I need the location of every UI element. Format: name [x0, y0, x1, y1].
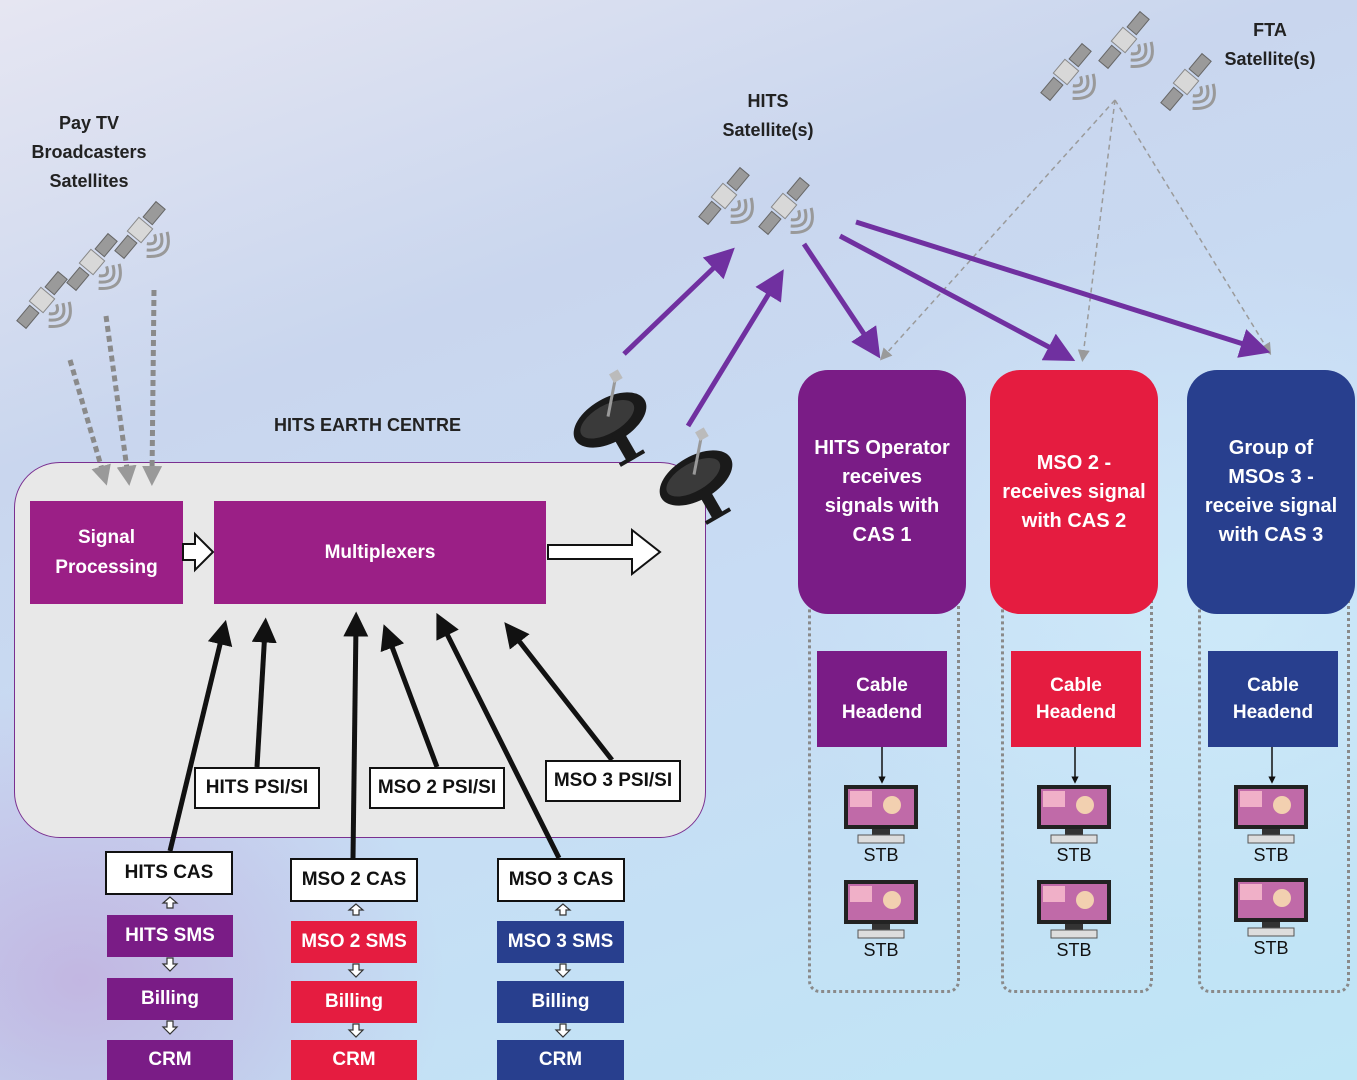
stb-1b: STB [841, 878, 921, 961]
pay-tv-label: Pay TV Broadcasters Satellites [31, 113, 147, 191]
headend-3: Cable Headend [1208, 651, 1338, 747]
receiver-3-dotted-frame [1198, 600, 1350, 993]
hits-cas-to-mux-arrow [167, 619, 233, 852]
fta-arrow-3 [1114, 99, 1272, 356]
mso3-cas-box: MSO 3 CAS [497, 858, 625, 902]
fta-satellite-label: FTA Satellite(s) [1224, 20, 1316, 69]
paytv-arrow-3 [142, 289, 163, 486]
signal-processing-box: Signal Processing [30, 501, 183, 604]
mso3-billing-box: Billing [497, 981, 624, 1023]
hits-sms-box: HITS SMS [107, 915, 233, 957]
mso3-sms-box: MSO 3 SMS [497, 921, 624, 963]
downlink-arrow-2 [838, 233, 1076, 362]
earth-centre-label: HITS EARTH CENTRE [273, 415, 461, 435]
stb-label: STB [863, 845, 899, 865]
hits-billing-crm-arrow [161, 1020, 179, 1035]
stb-1a: STB [841, 783, 921, 866]
mso2-psi-box: MSO 2 PSI/SI [369, 767, 505, 809]
tv-stb-icon [1232, 783, 1310, 845]
downlink-arrow-3 [855, 219, 1271, 358]
mso3-crm-box: CRM [497, 1040, 624, 1080]
mso2-cas-sms-arrow [347, 903, 365, 916]
stb-3b: STB [1231, 876, 1311, 959]
uplink-arrow-2 [685, 269, 784, 428]
stb-label: STB [1056, 940, 1092, 960]
mso3-sms-billing-arrow [554, 963, 572, 978]
dish-antenna-icon [553, 363, 669, 481]
hits-psi-box: HITS PSI/SI [194, 767, 320, 809]
mux-to-dish-arrow [547, 527, 662, 577]
headend-1: Cable Headend [817, 651, 947, 747]
mso3-psi-to-mux-arrow [504, 622, 614, 762]
stb-2a: STB [1034, 783, 1114, 866]
hits-crm-box: CRM [107, 1040, 233, 1080]
fta-arrow-1 [879, 99, 1116, 361]
stb-label: STB [863, 940, 899, 960]
mso3-billing-crm-arrow [554, 1023, 572, 1038]
mso3-cas-sms-arrow [554, 903, 572, 916]
mso3-psi-box: MSO 3 PSI/SI [545, 760, 681, 802]
satellite-icon [1157, 50, 1234, 130]
paytv-arrow-2 [103, 315, 137, 486]
hits-psi-to-mux-arrow [251, 617, 277, 768]
mso2-cas-box: MSO 2 CAS [290, 858, 418, 902]
satellite-icon [1037, 40, 1114, 120]
stb-label: STB [1056, 845, 1092, 865]
tv-stb-icon [842, 878, 920, 940]
dish-antenna-icon [639, 421, 755, 539]
mso2-psi-to-mux-arrow [380, 624, 440, 768]
receiver-mso2: MSO 2 - receives signal with CAS 2 [990, 370, 1158, 614]
mso2-sms-box: MSO 2 SMS [291, 921, 417, 963]
hits-satellite-label: HITS Satellite(s) [722, 91, 814, 140]
headend-2: Cable Headend [1011, 651, 1141, 747]
stb-label: STB [1253, 938, 1289, 958]
paytv-arrow-1 [67, 359, 111, 486]
stb-3a: STB [1231, 783, 1311, 866]
sp-to-mux-arrow [182, 531, 215, 573]
hits-cas-sms-arrow [161, 896, 179, 909]
mso2-billing-crm-arrow [347, 1023, 365, 1038]
stb-2b: STB [1034, 878, 1114, 961]
tv-stb-icon [1035, 783, 1113, 845]
satellite-icon [111, 198, 188, 278]
tv-stb-icon [1035, 878, 1113, 940]
downlink-arrow-1 [801, 242, 881, 359]
multiplexers-box: Multiplexers [214, 501, 546, 604]
mso2-crm-box: CRM [291, 1040, 417, 1080]
satellite-icon [695, 164, 772, 244]
fta-arrow-2 [1077, 99, 1116, 362]
tv-stb-icon [842, 783, 920, 845]
uplink-arrow-1 [622, 247, 735, 356]
receiver-2-dotted-frame [1001, 600, 1153, 993]
hits-cas-box: HITS CAS [105, 851, 233, 895]
satellite-icon [755, 174, 832, 254]
hits-billing-box: Billing [107, 978, 233, 1020]
mso3-cas-to-mux-arrow [436, 612, 562, 860]
mso2-cas-to-mux-arrow [343, 611, 369, 859]
mso2-sms-billing-arrow [347, 963, 365, 978]
receiver-1-dotted-frame [808, 600, 960, 993]
receiver-hits-operator: HITS Operator receives signals with CAS … [798, 370, 966, 614]
mso2-billing-box: Billing [291, 981, 417, 1023]
receiver-mso3-group: Group of MSOs 3 - receive signal with CA… [1187, 370, 1355, 614]
satellite-icon [1095, 8, 1172, 88]
tv-stb-icon [1232, 876, 1310, 938]
stb-label: STB [1253, 845, 1289, 865]
hits-sms-billing-arrow [161, 957, 179, 972]
